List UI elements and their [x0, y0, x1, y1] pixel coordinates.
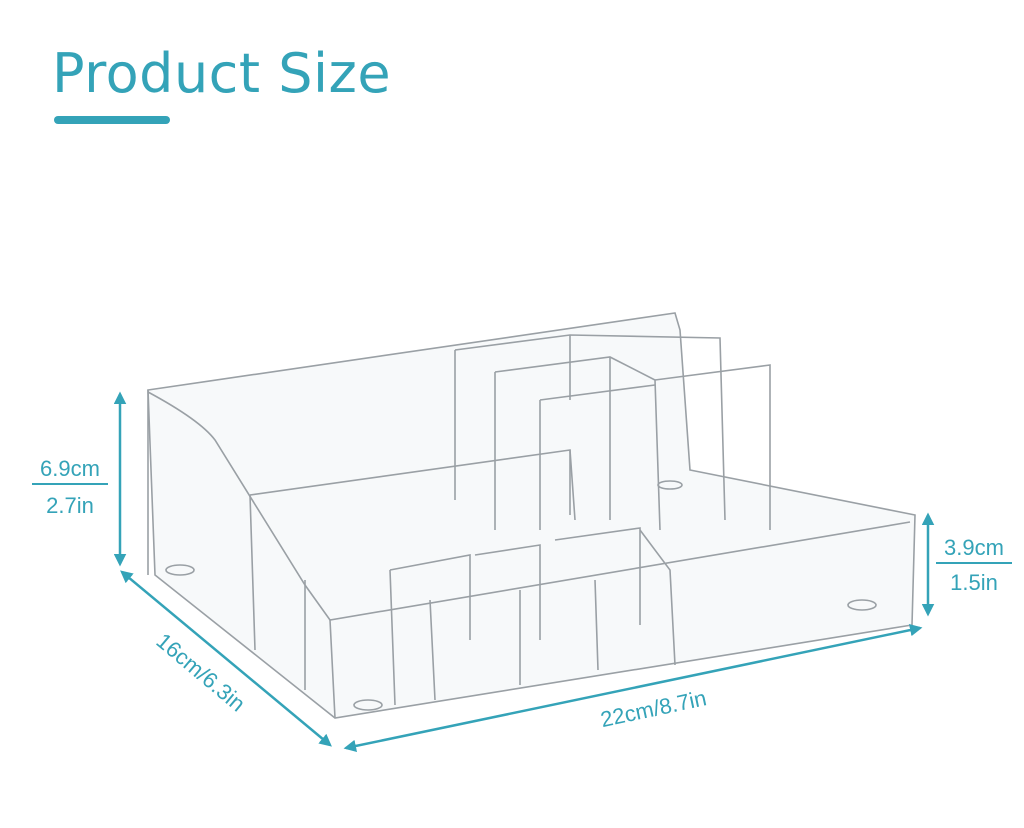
depth-arrow: [120, 570, 332, 747]
front-height-cm-label: 3.9cm: [944, 535, 1004, 560]
title-underline: [54, 116, 170, 124]
depth-label: 16cm/6.3in: [152, 628, 251, 716]
front-height-in-label: 1.5in: [950, 570, 998, 595]
page-title: Product Size: [52, 42, 392, 105]
height-cm-label: 6.9cm: [40, 456, 100, 481]
organizer-illustration: [147, 312, 916, 719]
height-in-label: 2.7in: [46, 493, 94, 518]
width-arrow: [343, 623, 923, 753]
